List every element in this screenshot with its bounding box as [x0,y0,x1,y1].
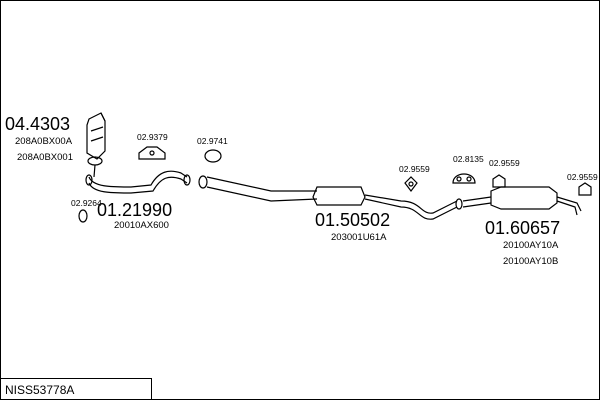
diagram-code-box: NISS53778A [1,378,152,399]
hanger-a-part-number[interactable]: 02.9559 [399,164,430,174]
hanger-b-drawing [492,174,506,188]
hanger-c-drawing [578,182,592,196]
ring-drawing [204,149,222,163]
ring-part-number[interactable]: 02.9741 [197,136,228,146]
rear-silencer-oe-1: 20100AY10A [503,240,559,251]
hanger-c-part-number[interactable]: 02.9559 [567,172,598,182]
rear-silencer-oe-2: 20100AY10B [503,256,559,267]
catalyst-oe-1: 208A0BX00A [15,136,73,147]
catalyst-oe-2: 208A0BX001 [17,152,73,163]
bracket-drawing [138,146,166,160]
diagram-code: NISS53778A [5,383,75,397]
hanger-a-drawing [404,176,418,192]
catalyst-drawing [86,112,106,178]
front-pipe-part-number[interactable]: 01.21990 [97,200,173,220]
gasket-front-drawing [78,209,88,223]
rubber-mount-drawing [452,173,476,184]
rear-silencer-drawing [462,186,582,216]
bracket-part-number[interactable]: 02.9379 [137,132,168,142]
gasket-front-part-number[interactable]: 02.9264 [71,198,102,208]
front-pipe-oe: 20010AX600 [114,220,169,231]
hanger-b-part-number[interactable]: 02.9559 [489,158,520,168]
middle-silencer-oe: 203001U61A [331,232,387,243]
front-pipe-drawing [85,170,191,194]
catalyst-part-number[interactable]: 04.4303 [5,114,71,134]
rear-silencer-part-number[interactable]: 01.60657 [485,218,561,238]
middle-section-drawing [198,175,463,220]
rubber-mount-part-number[interactable]: 02.8135 [453,154,484,164]
middle-silencer-part-number[interactable]: 01.50502 [315,210,391,230]
